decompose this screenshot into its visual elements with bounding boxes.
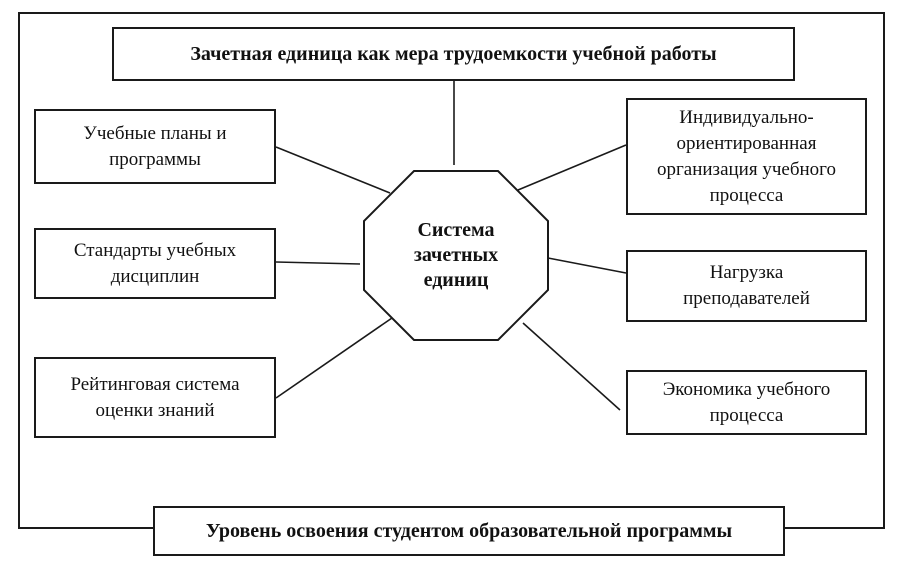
- center-octagon: [363, 170, 549, 341]
- left-box-3: Рейтинговая система оценки знаний: [34, 357, 276, 438]
- top-box: Зачетная единица как мера трудоемкости у…: [112, 27, 795, 81]
- connector-left-3: [275, 317, 393, 399]
- right-box-1-text: Индивидуально- ориентированная организац…: [657, 106, 836, 206]
- outer-frame-line: [18, 12, 885, 529]
- left-box-2: Стандарты учебных дисциплин: [34, 228, 276, 299]
- right-box-2: Нагрузка преподавателей: [626, 250, 867, 322]
- connector-left-2: [275, 261, 361, 265]
- left-box-1: Учебные планы и программы: [34, 109, 276, 184]
- connector-left-1: [275, 146, 391, 194]
- connector-right-2: [547, 257, 627, 274]
- right-box-1: Индивидуально- ориентированная организац…: [626, 98, 867, 215]
- right-box-2-text: Нагрузка преподавателей: [683, 262, 810, 309]
- right-box-3: Экономика учебного процесса: [626, 370, 867, 435]
- left-box-3-text: Рейтинговая система оценки знаний: [70, 373, 240, 421]
- center-label: Система зачетных единиц: [363, 170, 549, 341]
- center-text: Система зачетных единиц: [413, 219, 499, 291]
- left-box-1-text: Учебные планы и программы: [83, 122, 227, 170]
- bottom-box-text: Уровень освоения студентом образовательн…: [205, 520, 733, 542]
- bottom-box: Уровень освоения студентом образовательн…: [153, 506, 785, 556]
- right-box-3-text: Экономика учебного процесса: [662, 378, 831, 426]
- connector-right-1: [517, 144, 627, 191]
- top-box-text: Зачетная единица как мера трудоемкости у…: [190, 43, 717, 65]
- left-box-2-text: Стандарты учебных дисциплин: [73, 239, 237, 287]
- connector-right-3: [522, 322, 621, 411]
